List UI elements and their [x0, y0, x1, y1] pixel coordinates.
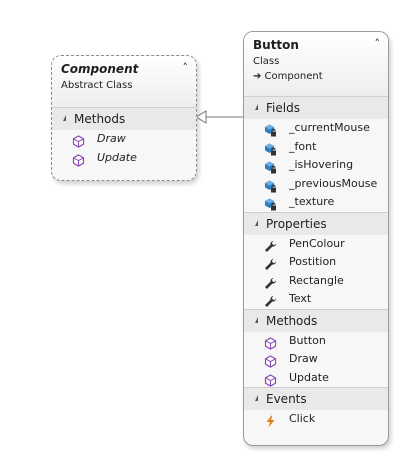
- button-fields-list: _currentMouse _font _isHovering _previousMo…: [244, 119, 388, 212]
- button-events-section: Events Click: [244, 387, 388, 429]
- member-click[interactable]: Click: [244, 410, 388, 429]
- member-update[interactable]: Update: [52, 149, 196, 168]
- collapse-icon[interactable]: ˄: [374, 37, 381, 50]
- member-label: Draw: [97, 132, 126, 145]
- member-texture[interactable]: _texture: [244, 193, 388, 212]
- component-class-name: Component: [61, 62, 139, 76]
- component-header: Component Abstract Class ˄: [52, 56, 196, 107]
- section-title: Events: [266, 392, 307, 406]
- collapse-triangle-icon: [252, 219, 258, 226]
- button-events-list: Click: [244, 410, 388, 429]
- section-title: Properties: [266, 216, 327, 231]
- member-label: Update: [289, 370, 329, 384]
- member-label: _texture: [289, 195, 335, 208]
- member-label: Button: [289, 333, 326, 347]
- button-class-shape[interactable]: Button Class ➔ Component ˄ Fields _curre…: [243, 31, 389, 446]
- member-label: PenColour: [289, 236, 345, 250]
- member-label: _isHovering: [289, 158, 354, 171]
- member-rectangle[interactable]: Rectangle: [244, 272, 388, 291]
- button-class-kind: Class: [253, 56, 280, 67]
- member-label: Rectangle: [289, 273, 344, 287]
- component-class-kind: Abstract Class: [61, 80, 133, 91]
- private-field-icon: [264, 122, 277, 137]
- member-label: Postition: [289, 255, 337, 268]
- button-header: Button Class ➔ Component ˄: [244, 32, 388, 96]
- button-methods-header[interactable]: Methods: [244, 309, 388, 332]
- section-title: Methods: [266, 313, 318, 328]
- lightning-icon: [264, 413, 277, 428]
- member-draw[interactable]: Draw: [244, 350, 388, 369]
- member-label: Text: [289, 292, 312, 305]
- button-fields-header[interactable]: Fields: [244, 97, 388, 119]
- member-currentmouse[interactable]: _currentMouse: [244, 119, 388, 138]
- private-field-icon: [264, 196, 277, 211]
- button-inherits: ➔ Component: [253, 71, 323, 82]
- member-ishovering[interactable]: _isHovering: [244, 156, 388, 175]
- section-title: Fields: [266, 101, 300, 115]
- wrench-icon: [264, 275, 277, 289]
- collapse-triangle-icon: [60, 115, 66, 121]
- member-label: _font: [289, 139, 317, 153]
- method-icon: [264, 372, 277, 387]
- member-update[interactable]: Update: [244, 369, 388, 388]
- inheritance-arrowhead: [195, 110, 207, 124]
- wrench-icon: [264, 256, 277, 270]
- method-icon: [264, 353, 277, 368]
- member-postition[interactable]: Postition: [244, 253, 388, 272]
- button-properties-header[interactable]: Properties: [244, 212, 388, 235]
- member-previousmouse[interactable]: _previousMouse: [244, 175, 388, 194]
- wrench-icon: [264, 238, 277, 252]
- collapse-triangle-icon: [252, 104, 258, 110]
- button-class-name: Button: [253, 38, 299, 52]
- member-label: Draw: [289, 352, 318, 365]
- member-label: _currentMouse: [289, 121, 370, 134]
- method-icon: [72, 133, 85, 148]
- section-title: Methods: [74, 112, 126, 126]
- member-label: Update: [97, 150, 137, 164]
- private-field-icon: [264, 159, 277, 174]
- collapse-icon[interactable]: ˄: [182, 61, 189, 74]
- collapse-triangle-icon: [252, 316, 258, 323]
- method-icon: [264, 335, 277, 350]
- collapse-triangle-icon: [252, 395, 258, 401]
- member-font[interactable]: _font: [244, 138, 388, 157]
- method-icon: [72, 152, 85, 167]
- button-fields-section: Fields _currentMouse _font _isHovering _pre…: [244, 96, 388, 212]
- button-events-header[interactable]: Events: [244, 388, 388, 410]
- component-methods-header[interactable]: Methods: [52, 108, 196, 130]
- member-label: _previousMouse: [289, 176, 378, 190]
- member-text[interactable]: Text: [244, 290, 388, 309]
- member-draw[interactable]: Draw: [52, 130, 196, 149]
- member-label: Click: [289, 412, 316, 425]
- member-pencolour[interactable]: PenColour: [244, 235, 388, 254]
- private-field-icon: [264, 178, 277, 192]
- private-field-icon: [264, 141, 277, 155]
- member-button[interactable]: Button: [244, 332, 388, 351]
- wrench-icon: [264, 293, 277, 307]
